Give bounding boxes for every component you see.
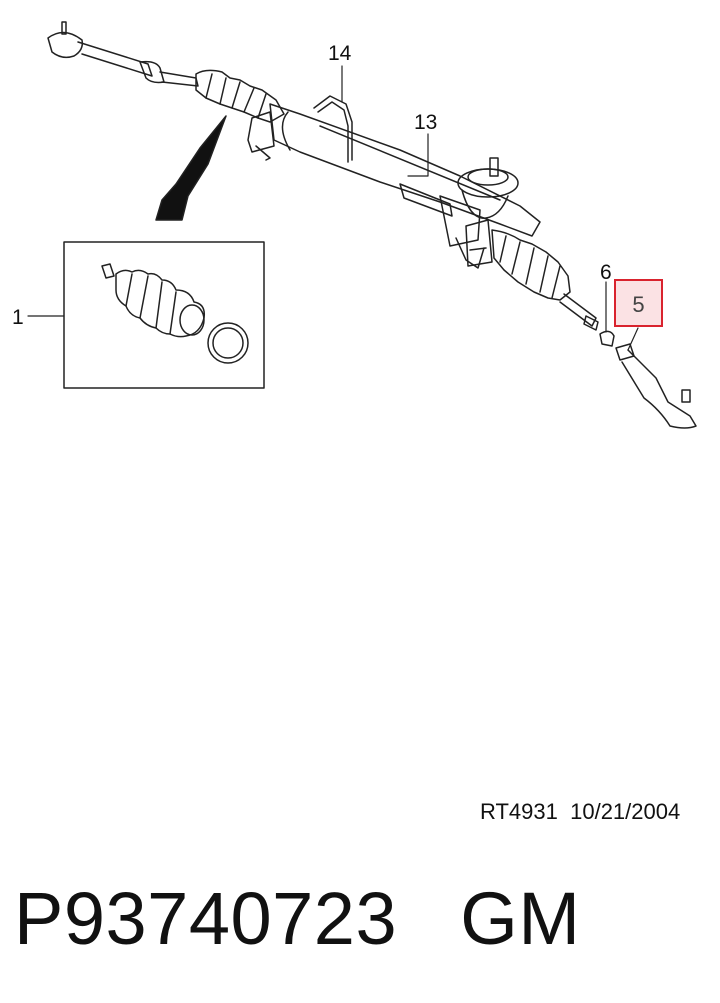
left-tie-rod-end: [47, 21, 199, 87]
left-boot: [195, 69, 285, 123]
rack-housing: [247, 95, 541, 269]
leader-lines: [27, 65, 639, 351]
detail-arrow: [155, 115, 227, 221]
right-tie-rod: [559, 293, 697, 429]
detail-box: [63, 241, 265, 389]
callout-14: 14: [328, 42, 352, 65]
callout-1: 1: [12, 306, 24, 329]
brand-name: GM: [460, 877, 581, 960]
reference-date: 10/21/2004: [570, 799, 681, 824]
highlighted-callout-5[interactable]: 5: [614, 279, 663, 327]
part-number-footer: P93740723 GM: [14, 882, 581, 956]
callout-5-label: 5: [632, 292, 645, 317]
callout-13: 13: [414, 111, 438, 134]
reference-id: RT4931: [480, 799, 558, 824]
part-number: P93740723: [14, 877, 398, 960]
boot-kit-detail: [101, 263, 249, 364]
right-boot: [491, 229, 571, 301]
callout-6: 6: [600, 261, 612, 284]
reference-code: RT4931 10/21/2004: [480, 801, 680, 823]
